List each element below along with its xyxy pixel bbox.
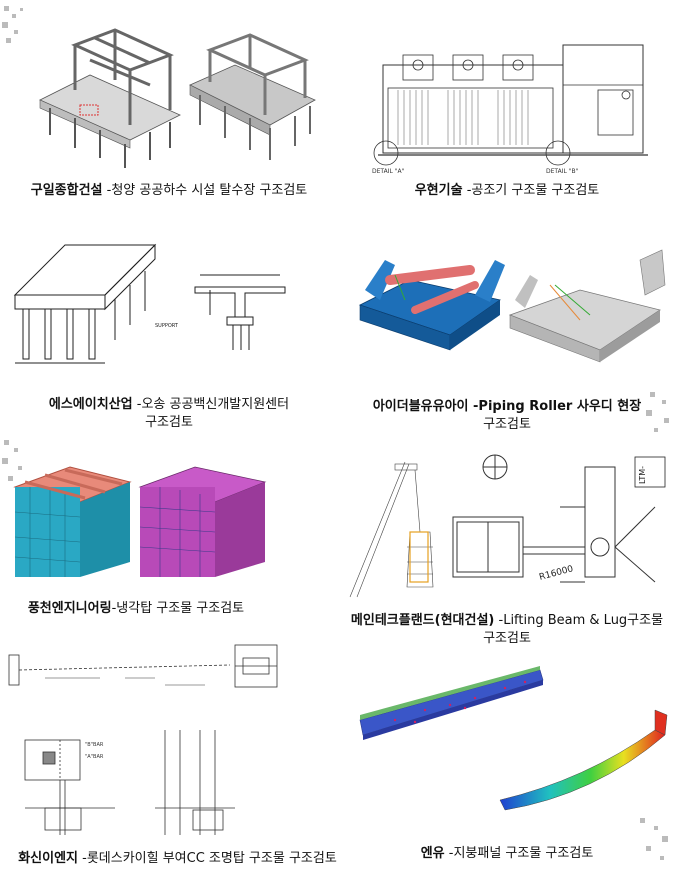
item-3-desc2: 구조검토	[145, 415, 193, 430]
item-7-desc: -롯데스카이힐 부여CC 조명탑 구조물 구조검토	[78, 851, 337, 866]
item-3-support-label: SUPPORT	[155, 323, 179, 329]
item-6-desc: -Lifting Beam & Lug구조물	[494, 613, 664, 628]
item-7-drawing-image: "B"BAR "A"BAR	[8, 644, 278, 835]
item-4-company: 아이더블유유아이	[372, 399, 469, 414]
item-3-desc: -오송 공공백신개발지원센터	[132, 397, 290, 412]
item-3-company: 에스에이치산업	[48, 397, 133, 412]
item-2-desc: -공조기 구조물 구조검토	[462, 183, 600, 198]
item-6-drawing-image: R16000 LTM-	[349, 454, 666, 598]
item-8-company: 엔유	[420, 846, 445, 861]
item-6-radius-label: R16000	[538, 564, 575, 583]
item-7-company: 화신이엔지	[18, 851, 78, 866]
item-2-caption: 우현기술 -공조기 구조물 구조검토	[338, 182, 676, 200]
item-6-caption: 메인테크플랜드(현대건설) -Lifting Beam & Lug구조물 구조검…	[338, 612, 676, 648]
item-7-caption: 화신이엔지 -롯데스카이힐 부여CC 조명탑 구조물 구조검토	[0, 850, 355, 868]
item-4-desc2: 구조검토	[483, 417, 531, 432]
item-1-structure-image	[39, 28, 316, 168]
item-5-tower-image	[13, 466, 267, 577]
item-4-fea-image	[358, 249, 666, 363]
item-2-detail-b: DETAIL "B"	[546, 168, 579, 175]
item-7-bar-a-label: "A"BAR	[85, 754, 104, 760]
item-8-desc: -지붕패널 구조물 구조검토	[444, 846, 594, 861]
item-2-detail-a: DETAIL "A"	[372, 168, 405, 175]
item-3-drawing-image: SUPPORT	[13, 243, 286, 364]
item-5-caption: 풍천엔지니어링-냉각탑 구조물 구조검토	[0, 600, 272, 618]
item-5-desc: -냉각탑 구조물 구조검토	[111, 601, 245, 616]
item-8-caption: 엔유 -지붕패널 구조물 구조검토	[338, 845, 676, 863]
item-3-caption: 에스에이치산업 -오송 공공백신개발지원센터 구조검토	[0, 396, 338, 432]
item-6-desc2: 구조검토	[483, 631, 531, 646]
item-5-company: 풍천엔지니어링	[27, 601, 112, 616]
item-2-company: 우현기술	[414, 183, 463, 198]
item-8-fea-image	[359, 666, 668, 811]
item-1-caption: 구일종합건설 -청양 공공하수 시설 탈수장 구조검토	[0, 182, 338, 200]
item-4-desc: -Piping Roller 사우디 현장	[468, 399, 642, 414]
item-2-drawing-image: DETAIL "A" DETAIL "B"	[372, 44, 648, 175]
item-1-company: 구일종합건설	[30, 183, 103, 198]
item-6-company: 메인테크플랜드(현대건설)	[350, 613, 495, 628]
item-1-desc: -청양 공공하수 시설 탈수장 구조검토	[102, 183, 308, 198]
item-4-caption: 아이더블유유아이 -Piping Roller 사우디 현장 구조검토	[338, 398, 676, 434]
item-7-bar-b-label: "B"BAR	[85, 742, 104, 748]
item-6-tag-label: LTM-	[638, 466, 647, 484]
